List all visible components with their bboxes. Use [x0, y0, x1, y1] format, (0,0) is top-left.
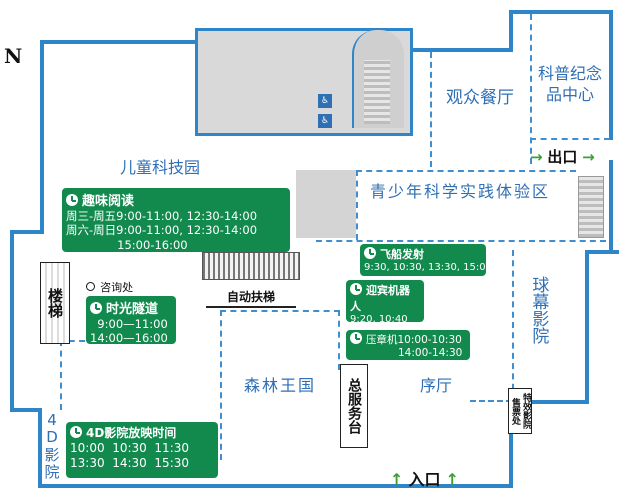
schedule-4d-line-2: 13:30 14:30 15:30 — [70, 456, 190, 470]
schedule-rocket: 飞船发射 9:30, 10:30, 13:30, 15:00 — [360, 244, 492, 276]
wall-left-step — [10, 230, 44, 234]
divider-dome — [512, 250, 514, 400]
schedule-reading-line-2: 周六-周日9:00-11:00, 12:30-14:00 — [66, 223, 258, 238]
schedule-tunnel-line-1: 9:00—11:00 — [90, 317, 168, 331]
schedule-robot: 迎宾机器人 9:20, 10:40 13:00, 15:15 — [346, 280, 424, 338]
clock-icon — [364, 247, 376, 259]
wall-top-mid — [405, 48, 513, 52]
wall-right-step — [509, 400, 589, 404]
entrance-marker[interactable]: ↑ 入口 ↑ — [390, 466, 459, 490]
clock-icon — [90, 302, 102, 314]
schedule-4d-line-1: 10:00 10:30 11:30 — [70, 441, 190, 455]
schedule-reading: 趣味阅读 周三-周五9:00-11:00, 12:30-14:00 周六-周日9… — [62, 188, 290, 252]
schedule-coin: 压章机10:00-10:30 14:00-14:30 — [346, 330, 470, 360]
divider-youth-left — [356, 170, 358, 240]
exit-label: 出口 — [547, 148, 578, 166]
room-forest-kingdom: 森林王国 — [244, 376, 317, 395]
service-desk-label: 总服务台 — [340, 364, 368, 448]
room-dome-cinema: 球幕影院 — [528, 276, 549, 344]
room-hall: 序厅 — [420, 376, 453, 395]
wall-left-top — [40, 40, 44, 230]
wall-right-lower — [585, 250, 589, 404]
room-youth-practice: 青少年科学实践体验区 — [370, 182, 551, 201]
youth-block — [296, 170, 356, 238]
schedule-coin-time-2: 14:00-14:30 — [398, 347, 463, 360]
room-audience-restaurant: 观众餐厅 — [446, 88, 514, 108]
schedule-robot-title: 迎宾机器人 — [350, 284, 410, 313]
restroom-icon: ♿ — [318, 94, 332, 108]
schedule-reading-title: 趣味阅读 — [82, 194, 135, 209]
divider-restaurant-right — [530, 14, 532, 164]
wall-left-mid — [10, 230, 14, 410]
schedule-4d-title: 4D影院放映时间 — [86, 426, 177, 440]
divider-forest-left — [220, 310, 222, 460]
wall-top-step — [509, 10, 513, 50]
room-4d-cinema: 4D影院 — [44, 411, 60, 481]
wall-right-upper — [609, 10, 613, 140]
schedule-reading-line-1: 周三-周五9:00-11:00, 12:30-14:00 — [66, 209, 258, 223]
divider-youth-bottom — [316, 240, 606, 242]
schedule-coin-title: 压章机 — [366, 334, 398, 346]
exit-marker[interactable]: → 出口 → — [530, 146, 595, 167]
entrance-arrow-icon-2: ↑ — [445, 470, 460, 489]
divider-youth-top — [356, 170, 576, 172]
schedule-rocket-line-1: 9:30, 10:30, 13:30, 15:00 — [364, 262, 492, 273]
wall-right-bottom — [509, 400, 513, 488]
divider-forest-right — [338, 310, 340, 370]
divider-restaurant-left — [430, 52, 432, 167]
exit-arrow-icon: → — [530, 148, 543, 166]
schedule-4d-cinema: 4D影院放映时间 10:00 10:30 11:30 13:30 14:30 1… — [66, 422, 218, 478]
entrance-label: 入口 — [408, 470, 441, 489]
info-desk-marker-icon — [86, 282, 95, 291]
clock-icon — [350, 332, 362, 344]
schedule-robot-line-1: 9:20, 10:40 — [350, 314, 408, 325]
special-cinema-ticket-label: 特效影院售票处 — [508, 388, 532, 434]
clock-icon — [350, 283, 362, 295]
info-desk: 咨询处 — [86, 276, 133, 295]
wall-top-right — [509, 10, 613, 14]
schedule-coin-time-1: 10:00-10:30 — [397, 334, 462, 346]
stairs-label: 楼梯 — [40, 262, 70, 344]
entrance-arrow-icon: ↑ — [390, 470, 404, 489]
schedule-tunnel-line-2: 14:00—16:00 — [90, 331, 168, 346]
wall-top-left — [40, 40, 195, 44]
wall-right-step2 — [585, 250, 619, 254]
schedule-rocket-title: 飞船发射 — [380, 248, 424, 261]
info-desk-label: 咨询处 — [100, 281, 134, 294]
divider-forest-top — [220, 310, 340, 312]
divider-4d — [60, 340, 62, 410]
escalator-label: 自动扶梯 — [206, 288, 296, 308]
schedule-tunnel: 时光隧道 9:00—11:00 14:00—16:00 — [86, 296, 176, 346]
room-science-souvenir: 科普纪念品中心 — [538, 64, 603, 104]
exit-arrow-icon-2: → — [582, 148, 595, 166]
clock-icon — [66, 194, 78, 206]
wall-left-step2 — [10, 408, 40, 412]
schedule-reading-line-3: 15:00-16:00 — [66, 237, 188, 252]
room-kids-tech-park: 儿童科技园 — [120, 158, 201, 177]
stair-graphic-top — [364, 60, 390, 124]
wall-bottom — [38, 484, 513, 488]
north-indicator: N — [4, 44, 23, 68]
divider-dome-bottom — [470, 400, 512, 402]
wall-right-mid — [609, 160, 613, 254]
schedule-tunnel-title: 时光隧道 — [106, 302, 159, 317]
toilet-icon: ♿ — [318, 114, 332, 128]
wall-left-bottom — [38, 408, 42, 488]
clock-icon — [70, 426, 82, 438]
escalator-graphic — [202, 252, 300, 280]
divider-souvenir — [530, 138, 610, 140]
stair-graphic-right — [578, 176, 604, 238]
